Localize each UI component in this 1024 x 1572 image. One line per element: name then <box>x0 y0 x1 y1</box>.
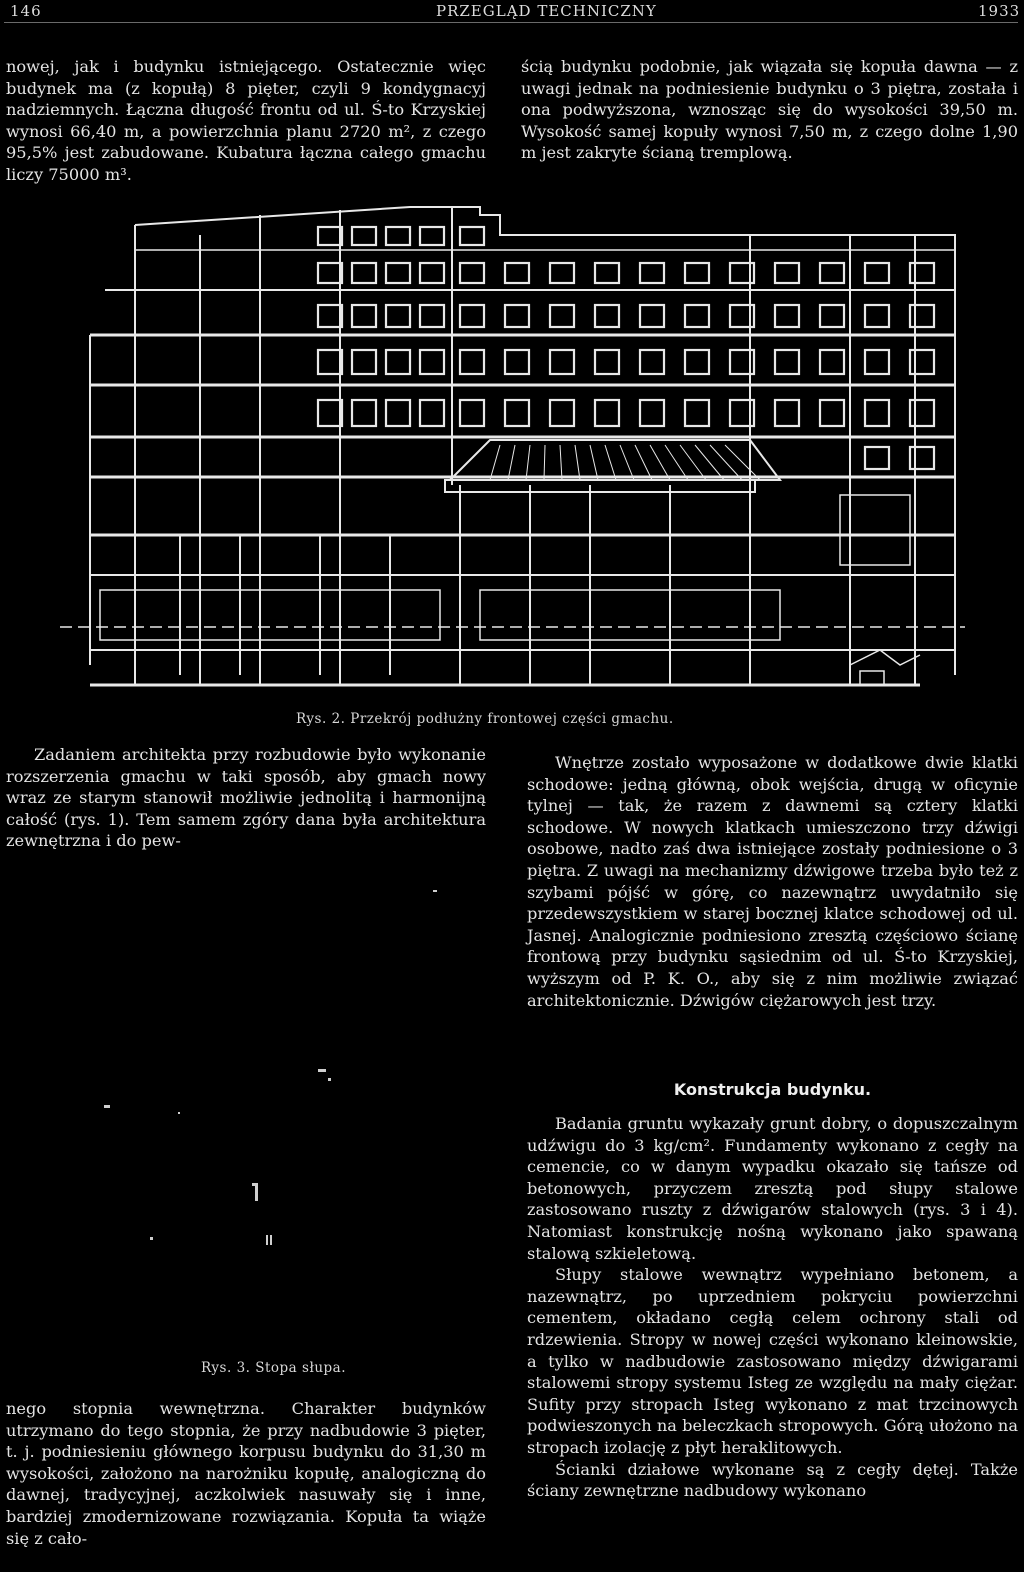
figure-2-section-drawing <box>60 206 965 687</box>
header-rule <box>4 22 1018 23</box>
page-number: 146 <box>10 2 42 20</box>
paragraph: nego stopnia wewnętrzna. Charakter budyn… <box>6 1399 486 1548</box>
text-left-bottom: nego stopnia wewnętrzna. Charakter budyn… <box>6 1398 486 1549</box>
paragraph: nowej, jak i budynku istniejącego. Ostat… <box>6 57 486 184</box>
figure-2-caption: Rys. 2. Przekrój podłużny frontowej częś… <box>296 711 674 727</box>
paragraph: Badania gruntu wykazały grunt dobry, o d… <box>527 1114 1018 1263</box>
paragraph: Zadaniem architekta przy rozbudowie było… <box>6 745 486 851</box>
figure-3-caption: Rys. 3. Stopa słupa. <box>201 1360 346 1376</box>
text-left-middle: Zadaniem architekta przy rozbudowie było… <box>6 744 486 852</box>
paragraph: Wnętrze zostało wyposażone w dodatkowe d… <box>527 753 1018 1010</box>
text-top-left: nowej, jak i budynku istniejącego. Ostat… <box>6 56 486 186</box>
year: 1933 <box>978 2 1021 20</box>
journal-title: PRZEGLĄD TECHNICZNY <box>436 2 657 20</box>
paragraph: Słupy stalowe wewnątrz wypełniano betone… <box>527 1265 1018 1457</box>
figure-3-image <box>0 880 500 1350</box>
text-right-middle: Wnętrze zostało wyposażone w dodatkowe d… <box>527 752 1018 1011</box>
paragraph: ścią budynku podobnie, jak wiązała się k… <box>521 57 1018 163</box>
text-top-right: ścią budynku podobnie, jak wiązała się k… <box>521 56 1018 164</box>
paragraph: Ścianki działowe wykonane są z cegły dęt… <box>527 1459 1018 1501</box>
text-right-bottom: Badania gruntu wykazały grunt dobry, o d… <box>527 1113 1018 1502</box>
section-heading: Konstrukcja budynku. <box>673 1080 872 1099</box>
